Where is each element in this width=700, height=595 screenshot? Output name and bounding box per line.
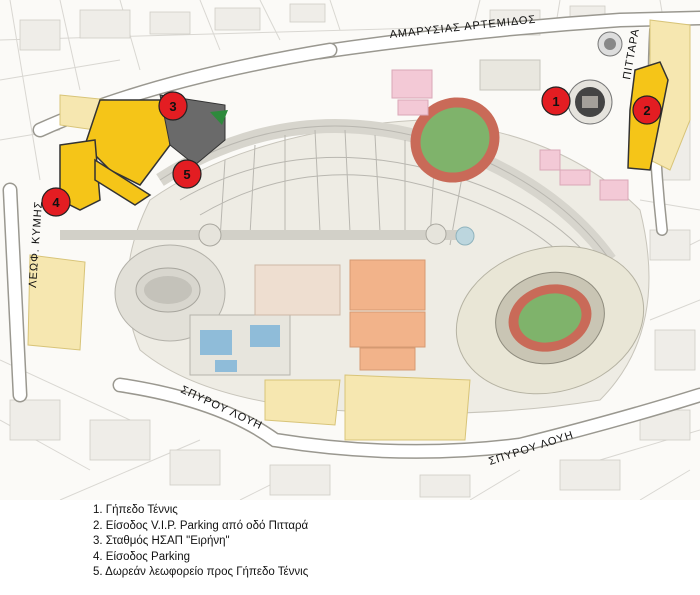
marker-4: 4: [41, 187, 71, 217]
roundabout-center: [425, 223, 447, 245]
roundabout-west: [198, 223, 222, 247]
legend-item-5: 5. Δωρεάν λεωφορείο προς Γήπεδο Τέννις: [93, 566, 309, 578]
aquatic-center: [189, 314, 291, 376]
small-facilities-top: [391, 59, 629, 201]
marker-2: 2: [632, 95, 662, 125]
legend-item-1: 1. Γήπεδο Τέννις: [93, 504, 178, 516]
map-legend: 1. Γήπεδο Τέννις 2. Είσοδος V.I.P. Parki…: [93, 503, 308, 581]
legend-item-4: 4. Είσοδος Parking: [93, 550, 191, 563]
marker-3: 3: [158, 91, 188, 121]
training-track: [410, 97, 500, 183]
marker-5-number: 5: [183, 167, 190, 182]
legend-item-2: 2. Είσοδος V.I.P. Parking από οδό Πιτταρ…: [93, 519, 309, 532]
olympic-stadium: [455, 245, 645, 395]
marker-1-number: 1: [552, 94, 559, 109]
marker-4-number: 4: [52, 195, 60, 210]
pale-parking-areas: [27, 19, 691, 441]
tennis-centre: [567, 31, 623, 125]
legend-item-3: 3. Σταθμός ΗΣΑΠ "Ειρήνη": [93, 535, 230, 547]
indoor-halls: [254, 259, 426, 371]
main-roads: [2, 10, 700, 459]
marker-5: 5: [172, 159, 202, 189]
marker-1: 1: [541, 86, 571, 116]
marker-3-number: 3: [169, 99, 176, 114]
marker-2-number: 2: [643, 103, 650, 118]
fountain: [455, 226, 475, 246]
venue-map: ΑΜΑΡΥΣΙΑΣ ΑΡΤΕΜΙΔΟΣ ΠΙΤΤΑΡΑ ΛΕΩΦ. ΚΥΜΗΣ …: [0, 0, 700, 500]
